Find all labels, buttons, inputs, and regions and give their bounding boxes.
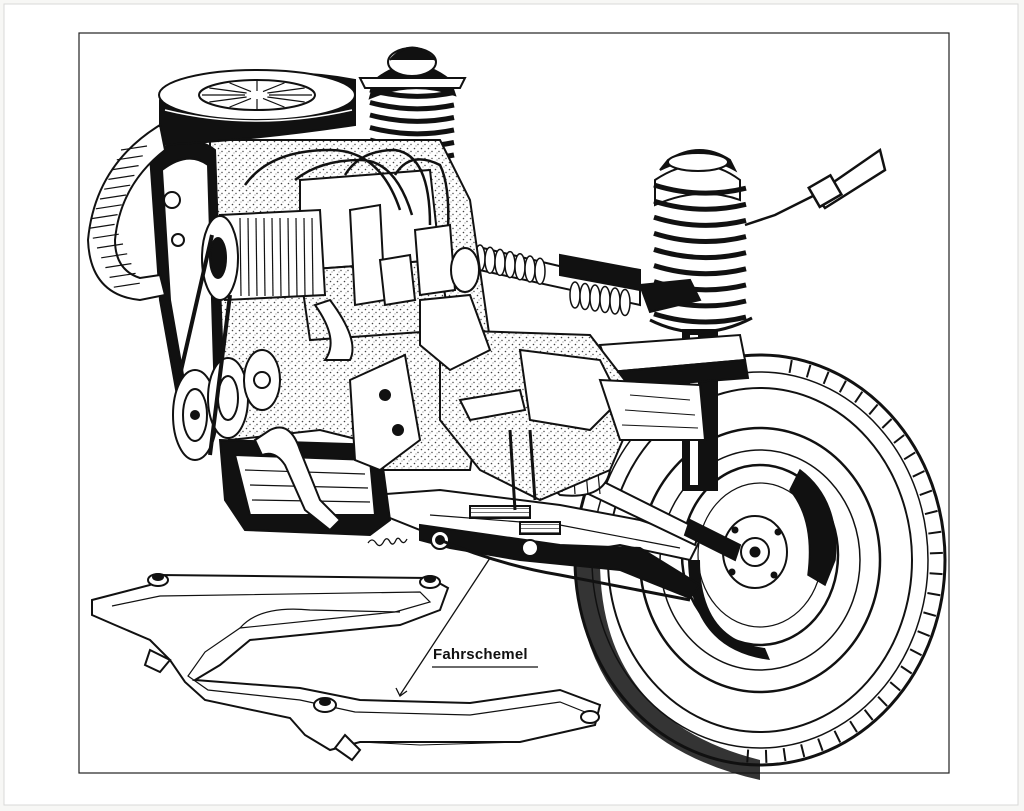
- brake-caliper: [789, 468, 837, 587]
- ignition-leads: [243, 148, 450, 231]
- drawing-frame: [78, 32, 950, 774]
- coolant-pipes: [253, 298, 354, 532]
- lower-control-arm: [368, 488, 702, 600]
- crank-pulleys: [172, 349, 281, 461]
- distributor: [378, 223, 492, 372]
- drive-belt: [178, 234, 232, 456]
- subframe-label: Fahrschemel: [433, 646, 528, 663]
- alternator: [201, 208, 327, 302]
- engine-mount: [348, 353, 527, 472]
- intake-hose: [86, 123, 167, 302]
- link-rod: [508, 429, 537, 511]
- timing-cover: [148, 140, 227, 442]
- callout-leader: [395, 557, 538, 697]
- subframe: [91, 573, 602, 762]
- tie-rod: [439, 538, 691, 602]
- air-filter: [158, 69, 356, 147]
- steering-link: [744, 147, 887, 227]
- transmission: [439, 328, 707, 502]
- artist-signature: [367, 537, 408, 547]
- steering-rack: [469, 243, 702, 317]
